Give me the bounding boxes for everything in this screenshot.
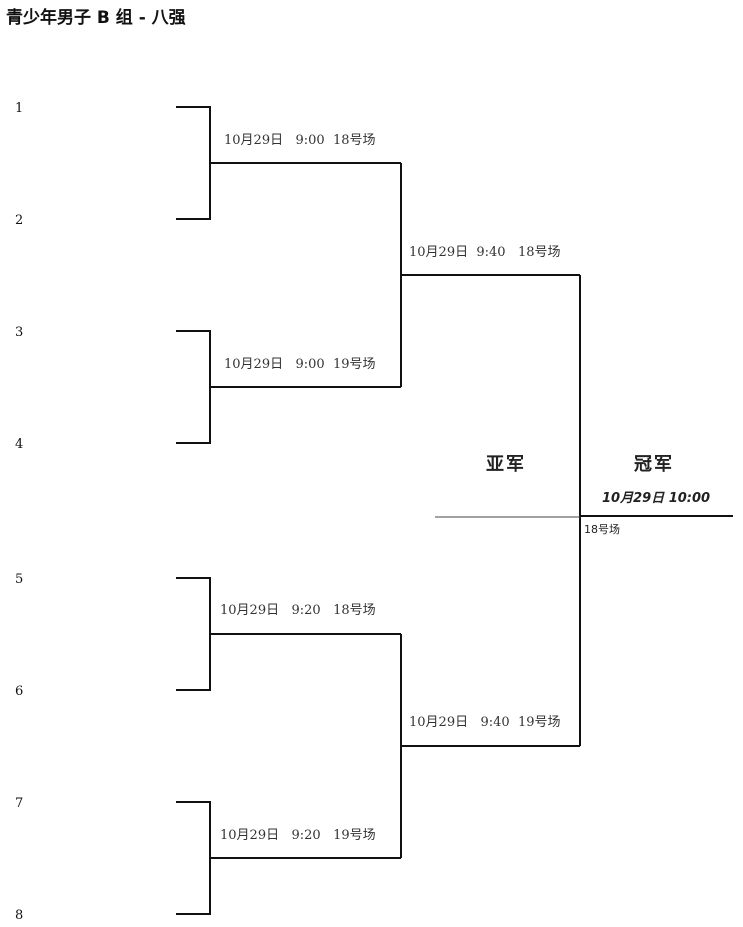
final-time: 10月29日 10:00 bbox=[602, 491, 711, 506]
seed-3: 3 bbox=[15, 325, 24, 340]
seed-7: 7 bbox=[15, 796, 24, 811]
qf1-bracket-line bbox=[176, 106, 401, 220]
qf2-bracket-line bbox=[176, 330, 401, 444]
seed-1: 1 bbox=[15, 101, 24, 116]
qf1-match-info: 10月29日 9:00 18号场 bbox=[224, 133, 376, 148]
sf2-match-info: 10月29日 9:40 19号场 bbox=[409, 715, 561, 730]
seed-4: 4 bbox=[15, 437, 24, 452]
qf4-bracket-line bbox=[176, 801, 401, 915]
page-title: 青少年男子 B 组 - 八强 bbox=[6, 8, 186, 28]
champion-label: 冠军 bbox=[634, 454, 674, 475]
seed-8: 8 bbox=[15, 908, 24, 923]
sf1-match-info: 10月29日 9:40 18号场 bbox=[409, 245, 561, 260]
qf4-match-info: 10月29日 9:20 19号场 bbox=[220, 828, 376, 843]
final-court: 18号场 bbox=[584, 523, 620, 536]
seed-2: 2 bbox=[15, 213, 24, 228]
seed-6: 6 bbox=[15, 684, 24, 699]
final-bracket-line bbox=[579, 275, 733, 746]
qf2-match-info: 10月29日 9:00 19号场 bbox=[224, 357, 376, 372]
sf2-bracket-line bbox=[400, 634, 580, 858]
qf3-bracket-line bbox=[176, 577, 401, 691]
qf3-match-info: 10月29日 9:20 18号场 bbox=[220, 603, 376, 618]
runner-up-label: 亚军 bbox=[486, 454, 526, 475]
seed-5: 5 bbox=[15, 572, 24, 587]
sf1-bracket-line bbox=[400, 163, 580, 387]
